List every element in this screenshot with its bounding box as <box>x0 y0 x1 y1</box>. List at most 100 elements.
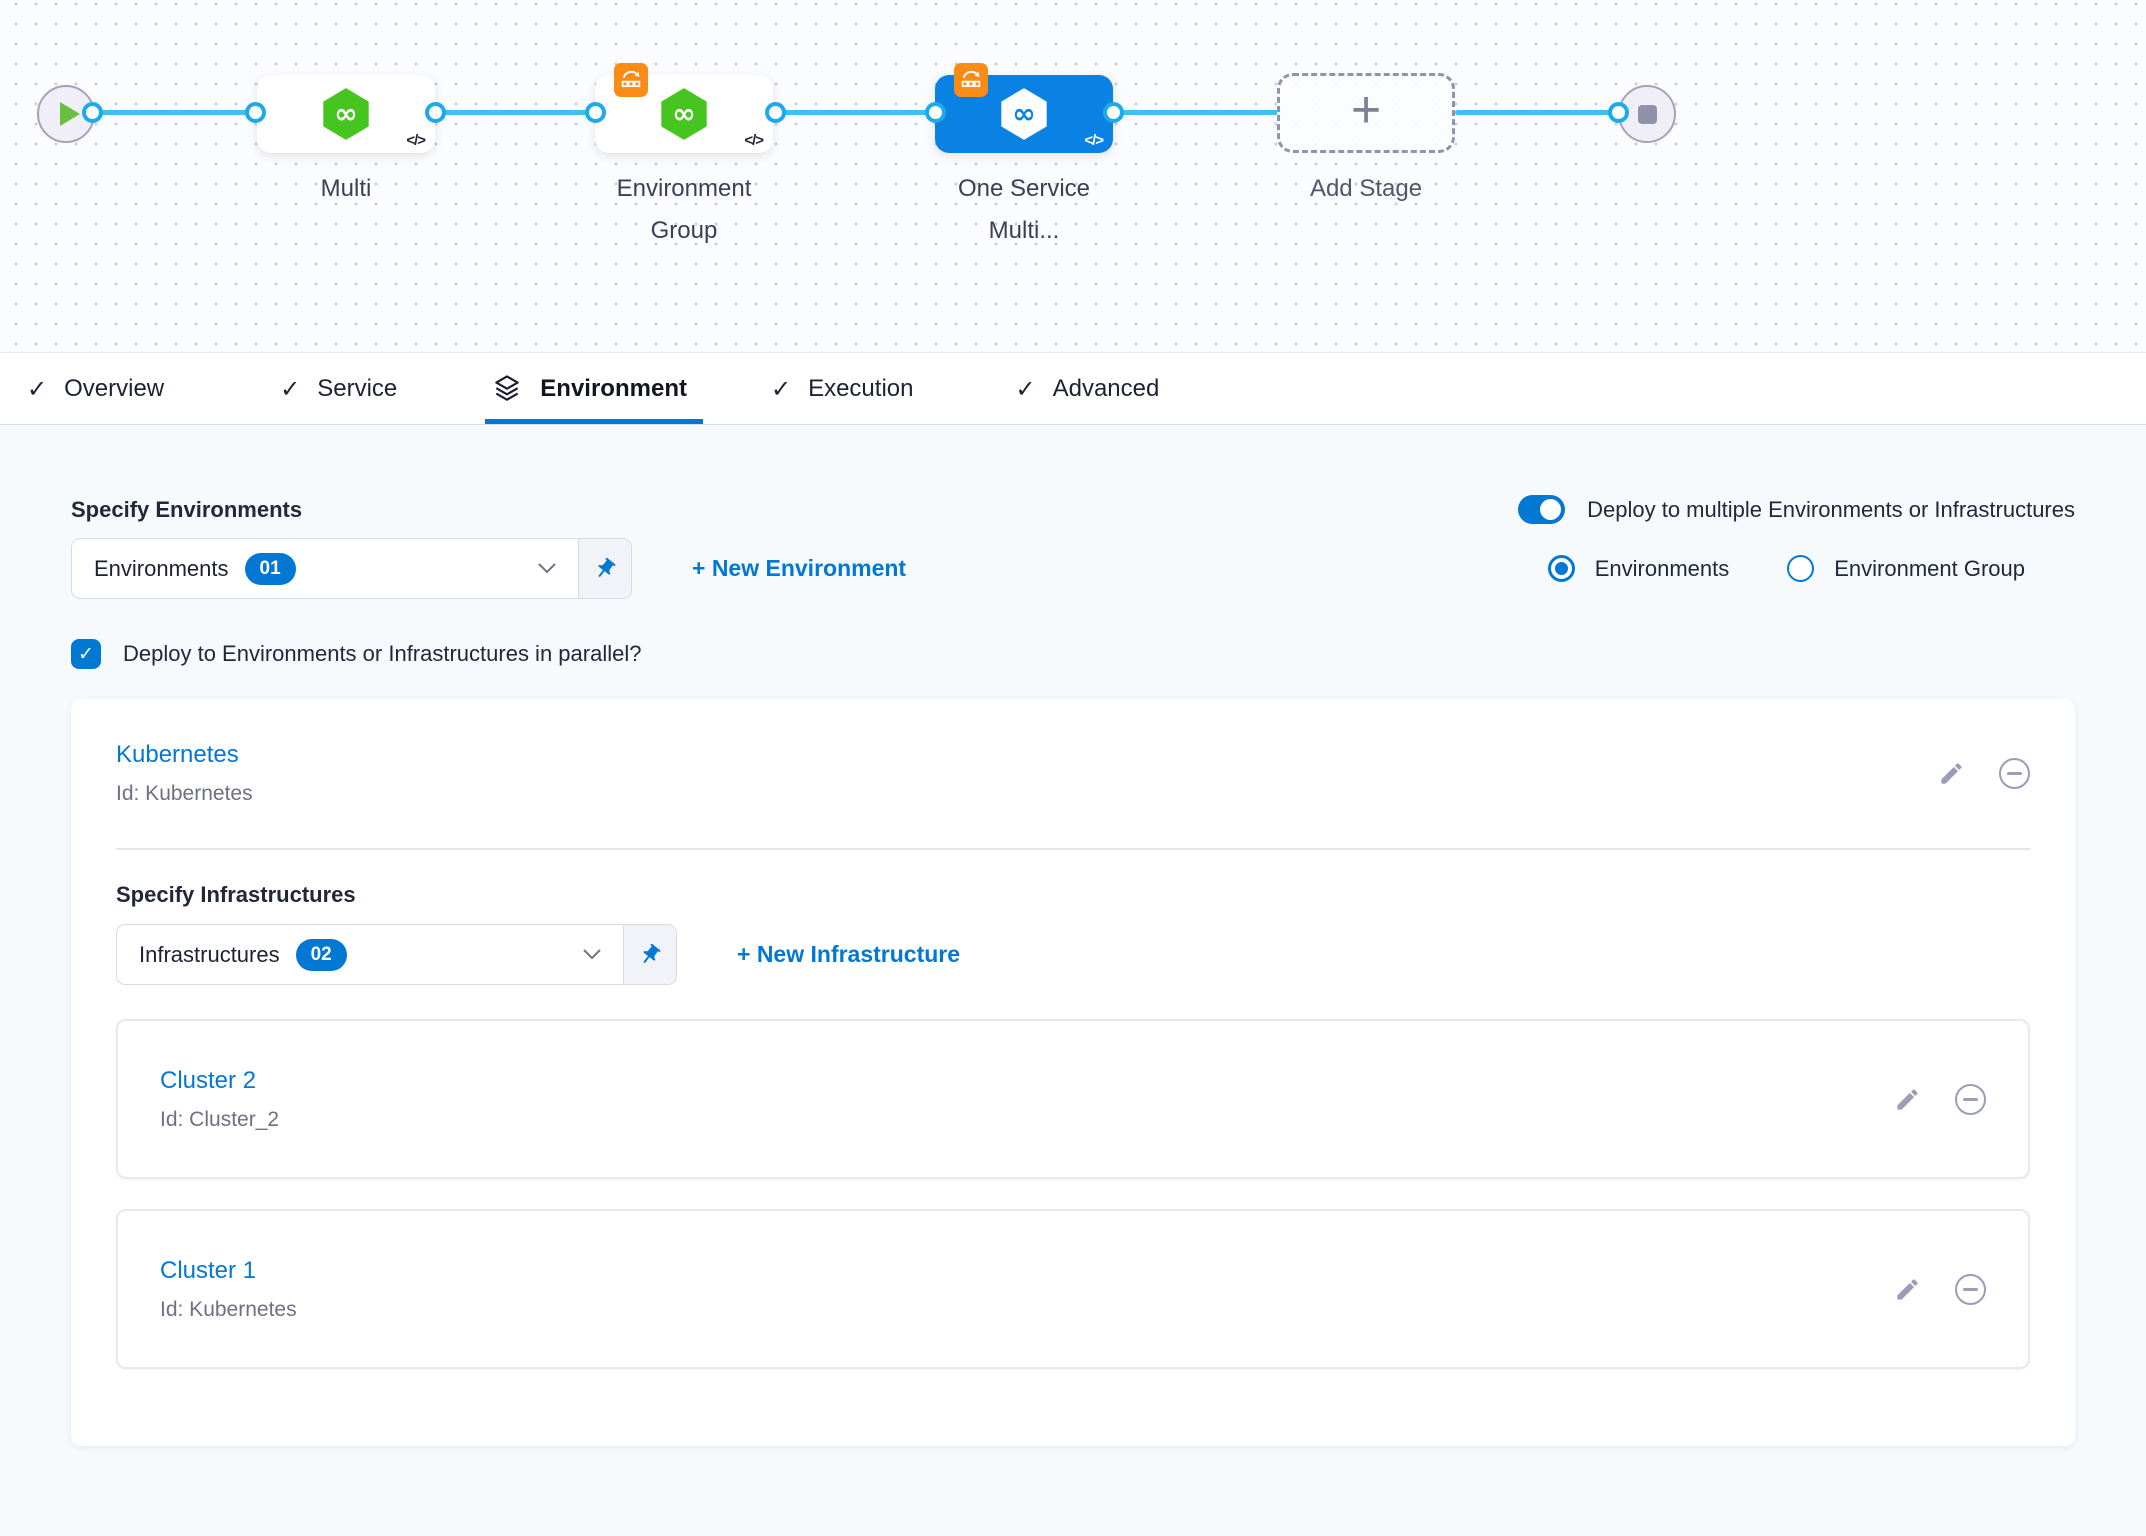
connector-port[interactable] <box>765 102 786 123</box>
edit-environment-button[interactable] <box>1938 760 1965 787</box>
new-environment-link[interactable]: + New Environment <box>692 555 907 581</box>
connector-port[interactable] <box>1103 102 1124 123</box>
connector-port[interactable] <box>1608 102 1629 123</box>
infrastructure-name-link[interactable]: Cluster 1 <box>160 1256 257 1284</box>
deploy-multiple-toggle-label: Deploy to multiple Environments or Infra… <box>1587 496 2075 522</box>
stage-node-multi[interactable]: ∞ </> <box>257 75 435 153</box>
stage-label-environment-group: Environment Group <box>616 175 752 244</box>
code-icon: </> <box>1084 132 1104 149</box>
check-icon: ✓ <box>280 374 301 403</box>
connector-line <box>773 110 937 115</box>
infrastructure-name-link[interactable]: Cluster 2 <box>160 1066 257 1094</box>
pencil-icon <box>1897 1088 1918 1110</box>
environments-dropdown-value: Environments <box>94 555 229 581</box>
service-hexagon-icon: ∞ <box>323 88 369 140</box>
edit-infrastructure-button[interactable] <box>1894 1086 1921 1113</box>
svg-text:∞: ∞ <box>334 97 357 130</box>
minus-circle-icon <box>1955 1083 1986 1115</box>
svg-text:∞: ∞ <box>672 97 695 130</box>
tab-label: Execution <box>808 374 914 402</box>
pencil-icon <box>1941 763 1962 784</box>
divider <box>116 848 2030 850</box>
infrastructures-dropdown[interactable]: Infrastructures 02 <box>116 924 677 985</box>
connector-port[interactable] <box>425 102 446 123</box>
environments-dropdown[interactable]: Environments 01 <box>71 538 632 599</box>
tab-execution[interactable]: ✓ Execution <box>771 353 914 424</box>
pipeline-canvas[interactable]: ∞ </> Multi ∞ </> Environment Group <box>0 0 2146 352</box>
pencil-icon <box>1897 1278 1918 1300</box>
connector-line <box>1113 110 1279 115</box>
stage-node-environment-group[interactable]: ∞ </> <box>595 63 773 153</box>
minus-circle-icon <box>1955 1273 1986 1305</box>
stage-node-one-service-multi[interactable]: ∞ </> <box>935 63 1113 153</box>
tab-label: Service <box>317 374 398 402</box>
infrastructure-card-cluster-1: Cluster 1 Id: Kubernetes <box>116 1209 2030 1369</box>
pipeline-end-node[interactable] <box>1618 85 1676 143</box>
connector-line <box>435 110 597 115</box>
infrastructure-id-text: Id: Kubernetes <box>160 1297 297 1321</box>
remove-infrastructure-button[interactable] <box>1955 1273 1986 1305</box>
infrastructure-id-text: Id: Cluster_2 <box>160 1107 280 1131</box>
edit-infrastructure-button[interactable] <box>1894 1276 1921 1303</box>
deploy-multiple-toggle[interactable] <box>1518 495 1566 524</box>
connector-port[interactable] <box>82 102 103 123</box>
chevron-down-icon <box>583 949 601 960</box>
code-icon: </> <box>744 132 764 149</box>
tab-label: Environment <box>540 374 687 402</box>
infrastructures-dropdown-value: Infrastructures <box>139 941 280 967</box>
service-hexagon-icon: ∞ <box>661 88 707 140</box>
play-icon <box>59 102 80 126</box>
service-hexagon-icon: ∞ <box>1001 88 1047 140</box>
infrastructures-count-badge: 02 <box>295 938 347 971</box>
code-icon: </> <box>406 132 426 149</box>
chevron-down-icon <box>538 563 556 574</box>
svg-text:∞: ∞ <box>1012 97 1035 130</box>
connector-port[interactable] <box>585 102 606 123</box>
add-stage-button[interactable]: + <box>1277 73 1455 153</box>
new-infrastructure-link[interactable]: + New Infrastructure <box>737 941 961 967</box>
connector-port[interactable] <box>245 102 266 123</box>
stop-icon <box>1637 104 1657 124</box>
add-stage-label: Add Stage <box>1309 175 1423 202</box>
radio-environments-label: Environments <box>1594 555 1730 581</box>
specify-environments-heading: Specify Environments <box>71 496 303 522</box>
connector-line <box>1455 110 1620 115</box>
environment-layers-icon <box>495 374 520 401</box>
radio-button-unselected[interactable] <box>1787 555 1815 582</box>
pin-icon <box>598 557 616 577</box>
check-icon: ✓ <box>27 374 48 403</box>
specify-infrastructures-heading: Specify Infrastructures <box>116 882 356 907</box>
environments-count-badge: 01 <box>244 552 296 585</box>
radio-environment-group-label: Environment Group <box>1834 555 2025 581</box>
pin-infrastructures-button[interactable] <box>623 925 676 984</box>
environment-card: Kubernetes Id: Kubernetes Specify Infras… <box>71 699 2075 1446</box>
rolling-deploy-badge-icon <box>614 63 648 97</box>
rolling-deploy-badge-icon <box>954 63 988 97</box>
stage-config-tabs: ✓ Overview ✓ Service Environment ✓ Execu… <box>0 352 2146 425</box>
plus-icon: + <box>1350 81 1382 139</box>
tab-label: Advanced <box>1052 374 1160 402</box>
check-icon: ✓ <box>770 374 792 403</box>
environments-dropdown-main[interactable]: Environments 01 <box>72 539 578 598</box>
toggle-knob <box>1540 499 1562 520</box>
remove-infrastructure-button[interactable] <box>1955 1083 1986 1115</box>
parallel-deploy-checkbox-label: Deploy to Environments or Infrastructure… <box>123 641 642 666</box>
stage-label-one-service-multi: One Service Multi... <box>957 175 1091 244</box>
environment-id-text: Id: Kubernetes <box>116 782 253 805</box>
parallel-deploy-checkbox[interactable]: ✓ <box>71 639 101 669</box>
tab-overview[interactable]: ✓ Overview <box>27 353 164 424</box>
infrastructures-dropdown-main[interactable]: Infrastructures 02 <box>117 925 623 984</box>
tab-label: Overview <box>64 374 165 402</box>
pin-environments-button[interactable] <box>578 539 631 598</box>
radio-environment-group[interactable]: Environment Group <box>1787 555 2025 582</box>
connector-port[interactable] <box>925 102 946 123</box>
pin-icon <box>643 943 661 963</box>
tab-advanced[interactable]: ✓ Advanced <box>1015 353 1159 424</box>
radio-button-selected[interactable] <box>1547 555 1575 582</box>
stage-label-multi: Multi <box>320 175 372 202</box>
tab-service[interactable]: ✓ Service <box>280 353 397 424</box>
environment-name-link[interactable]: Kubernetes <box>116 741 239 768</box>
tab-environment[interactable]: Environment <box>485 353 703 424</box>
remove-environment-button[interactable] <box>1999 758 2030 789</box>
radio-environments[interactable]: Environments <box>1547 555 1730 582</box>
